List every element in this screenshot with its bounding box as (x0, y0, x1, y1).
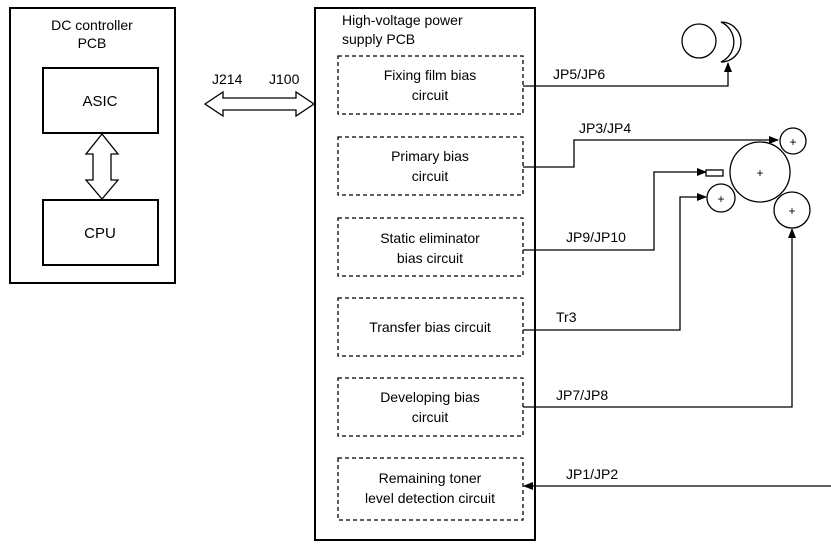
circuit-label-line2: circuit (412, 168, 449, 184)
circuit-static-eliminator-bias: Static eliminator bias circuit (337, 217, 524, 277)
output-label-jp1-jp2: JP1/JP2 (566, 466, 618, 482)
dc-controller-title-line2: PCB (78, 35, 107, 51)
connector-j100-label: J100 (269, 71, 300, 87)
hv-supply-title-line1: High-voltage power (342, 12, 463, 28)
wire-primary (523, 136, 779, 168)
cpu-label: CPU (84, 225, 116, 242)
output-label-jp9-jp10: JP9/JP10 (566, 229, 626, 245)
primary-charging-roller: + (779, 127, 807, 155)
circuit-transfer-bias: Transfer bias circuit (337, 297, 524, 357)
circuit-label-line1: Static eliminator (380, 230, 480, 246)
asic-block: ASIC (42, 67, 159, 134)
dc-controller-pcb: DC controller PCB ASIC CPU (9, 7, 176, 284)
circuit-label-line1: Remaining toner (379, 470, 482, 486)
circuit-label-line2: level detection circuit (365, 490, 495, 506)
wire-developing (523, 228, 796, 408)
output-label-jp5-jp6: JP5/JP6 (553, 66, 605, 82)
developing-cylinder: + (773, 191, 811, 229)
wire-static-eliminator (523, 168, 707, 251)
dc-hv-bus-arrow (203, 90, 316, 118)
circuit-label-line2: bias circuit (397, 250, 463, 266)
circuit-primary-bias: Primary bias circuit (337, 136, 524, 196)
transfer-roller-plus-sign: + (717, 192, 724, 206)
fixing-unit-rollers (681, 21, 742, 63)
photosensitive-drum: + (729, 141, 791, 203)
circuit-fixing-film-bias: Fixing film bias circuit (337, 55, 524, 115)
circuit-label-line2: circuit (412, 87, 449, 103)
output-label-jp3-jp4: JP3/JP4 (579, 120, 631, 136)
drum-plus-sign: + (756, 166, 763, 180)
circuit-label-line2: circuit (412, 409, 449, 425)
developing-cylinder-plus-sign: + (788, 204, 795, 218)
static-eliminator (705, 169, 724, 177)
primary-roller-plus-sign: + (789, 135, 796, 149)
cpu-block: CPU (42, 199, 159, 266)
wire-transfer (523, 193, 707, 331)
asic-label: ASIC (82, 93, 117, 110)
transfer-roller: + (706, 183, 736, 213)
circuit-label-line1: Developing bias (380, 389, 480, 405)
circuit-label-line1: Primary bias (391, 148, 469, 164)
asic-cpu-bus-arrow (84, 132, 120, 201)
circuit-label-line1: Transfer bias circuit (369, 319, 491, 335)
output-label-jp7-jp8: JP7/JP8 (556, 387, 608, 403)
circuit-label-line1: Fixing film bias (384, 67, 477, 83)
dc-controller-title-line1: DC controller (51, 17, 133, 33)
wire-fixing-film (523, 62, 732, 87)
circuit-developing-bias: Developing bias circuit (337, 377, 524, 437)
output-label-tr3: Tr3 (556, 309, 577, 325)
hv-supply-title-line2: supply PCB (342, 31, 415, 47)
circuit-remaining-toner-detection: Remaining toner level detection circuit (337, 457, 524, 521)
connector-j214-label: J214 (212, 71, 243, 87)
